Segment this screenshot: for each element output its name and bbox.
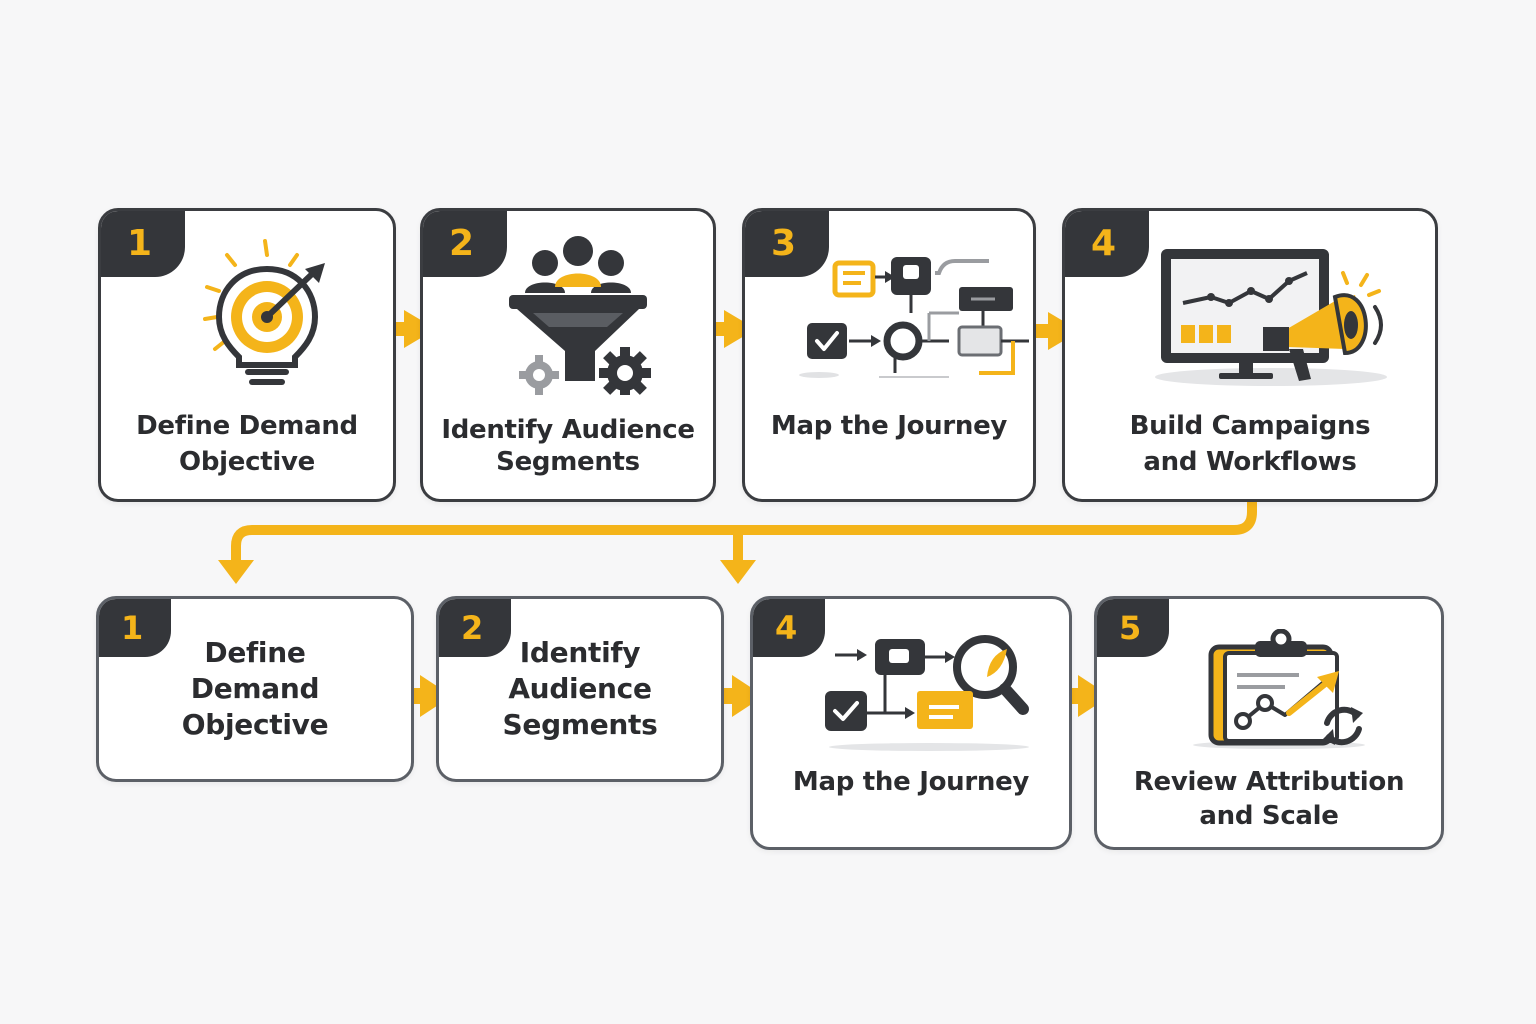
audience-funnel-icon xyxy=(509,236,651,395)
journey-flow-icon xyxy=(799,257,1029,378)
step-label-line-1: Define Demand xyxy=(136,411,358,441)
step-number-badge: 5 xyxy=(1097,599,1169,657)
lightbulb-target-icon xyxy=(203,239,325,385)
top-step-3-card: 3 Map the Journey xyxy=(742,208,1036,502)
step-label-line-2: Objective xyxy=(179,447,315,477)
step-number-badge: 1 xyxy=(101,211,185,277)
step-label-line-1: Map the Journey xyxy=(770,411,1008,441)
journey-search-icon xyxy=(825,635,1029,751)
step-number-badge: 4 xyxy=(753,599,825,657)
clipboard-chart-icon xyxy=(1193,629,1365,749)
bottom-step-1-card: 1 Define Demand Objective xyxy=(96,596,414,782)
top-step-1-card: 1 Define Demand Objective xyxy=(98,208,396,502)
branch-connector xyxy=(231,487,1257,571)
step-label-line-1: Map the Journey xyxy=(792,767,1030,797)
monitor-megaphone-icon xyxy=(1155,249,1387,386)
step-label-line-3: Objective xyxy=(181,708,329,741)
top-step-4-card: 4 Build Campaigns and Workflows xyxy=(1062,208,1438,502)
step-number-badge: 1 xyxy=(99,599,171,657)
bottom-step-2-card: 2 Identify Audience Segments xyxy=(436,596,724,782)
step-label-line-2: and Workflows xyxy=(1143,447,1357,477)
step-label-line-1: Define xyxy=(204,636,306,669)
step-number-badge: 3 xyxy=(745,211,829,277)
bottom-step-5-card: 5 Review Attribution and Scale xyxy=(1094,596,1444,850)
step-label-line-3: Segments xyxy=(502,708,658,741)
step-number-badge: 2 xyxy=(439,599,511,657)
step-number-badge: 2 xyxy=(423,211,507,277)
branch-arrowheads xyxy=(218,560,756,584)
step-label-line-1: Review Attribution xyxy=(1133,767,1405,797)
step-label-line-1: Build Campaigns xyxy=(1129,411,1371,441)
step-label-line-1: Identify Audience xyxy=(441,415,695,445)
top-step-2-card: 2 xyxy=(420,208,716,502)
step-label-line-2: Audience xyxy=(508,672,652,705)
step-label-line-2: Demand xyxy=(190,672,320,705)
bottom-step-4-card: 4 Map the Journey xyxy=(750,596,1072,850)
step-number-badge: 4 xyxy=(1065,211,1149,277)
step-label-line-2: Segments xyxy=(496,447,640,477)
step-label-line-2: and Scale xyxy=(1199,801,1339,831)
step-label-line-1: Identify xyxy=(519,636,641,669)
